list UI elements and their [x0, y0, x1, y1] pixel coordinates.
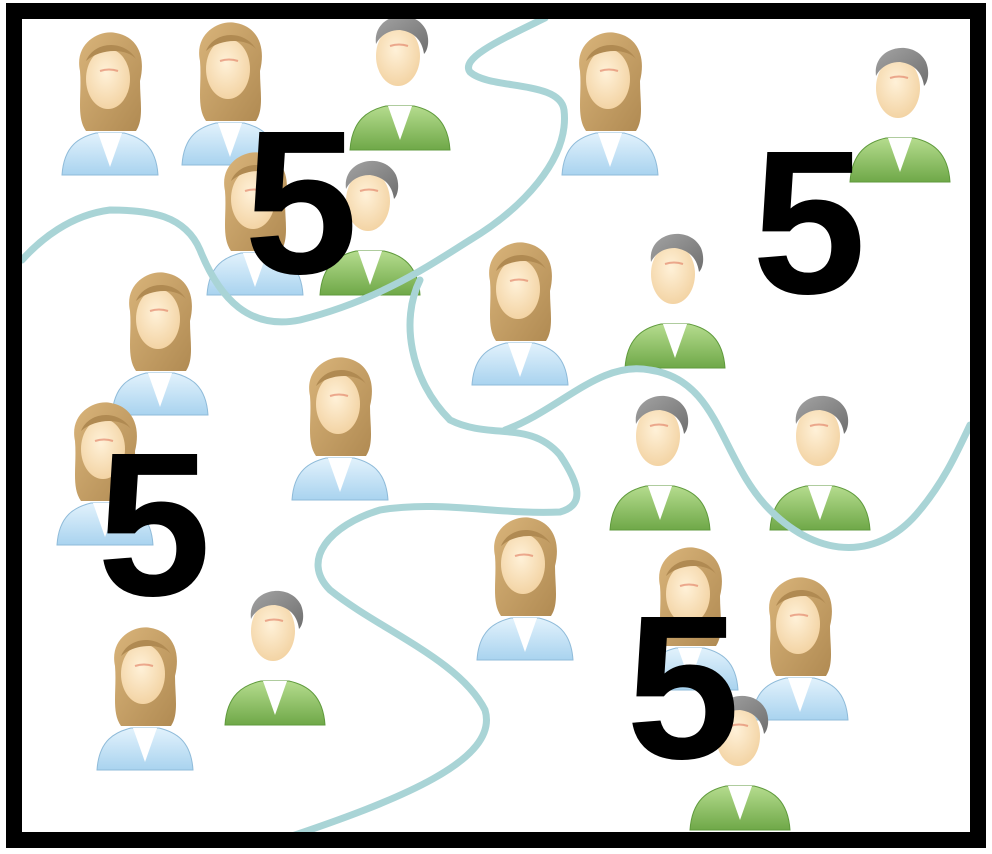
district-map: 5 5 5 5 [0, 0, 992, 849]
district-map-canvas [0, 0, 992, 849]
